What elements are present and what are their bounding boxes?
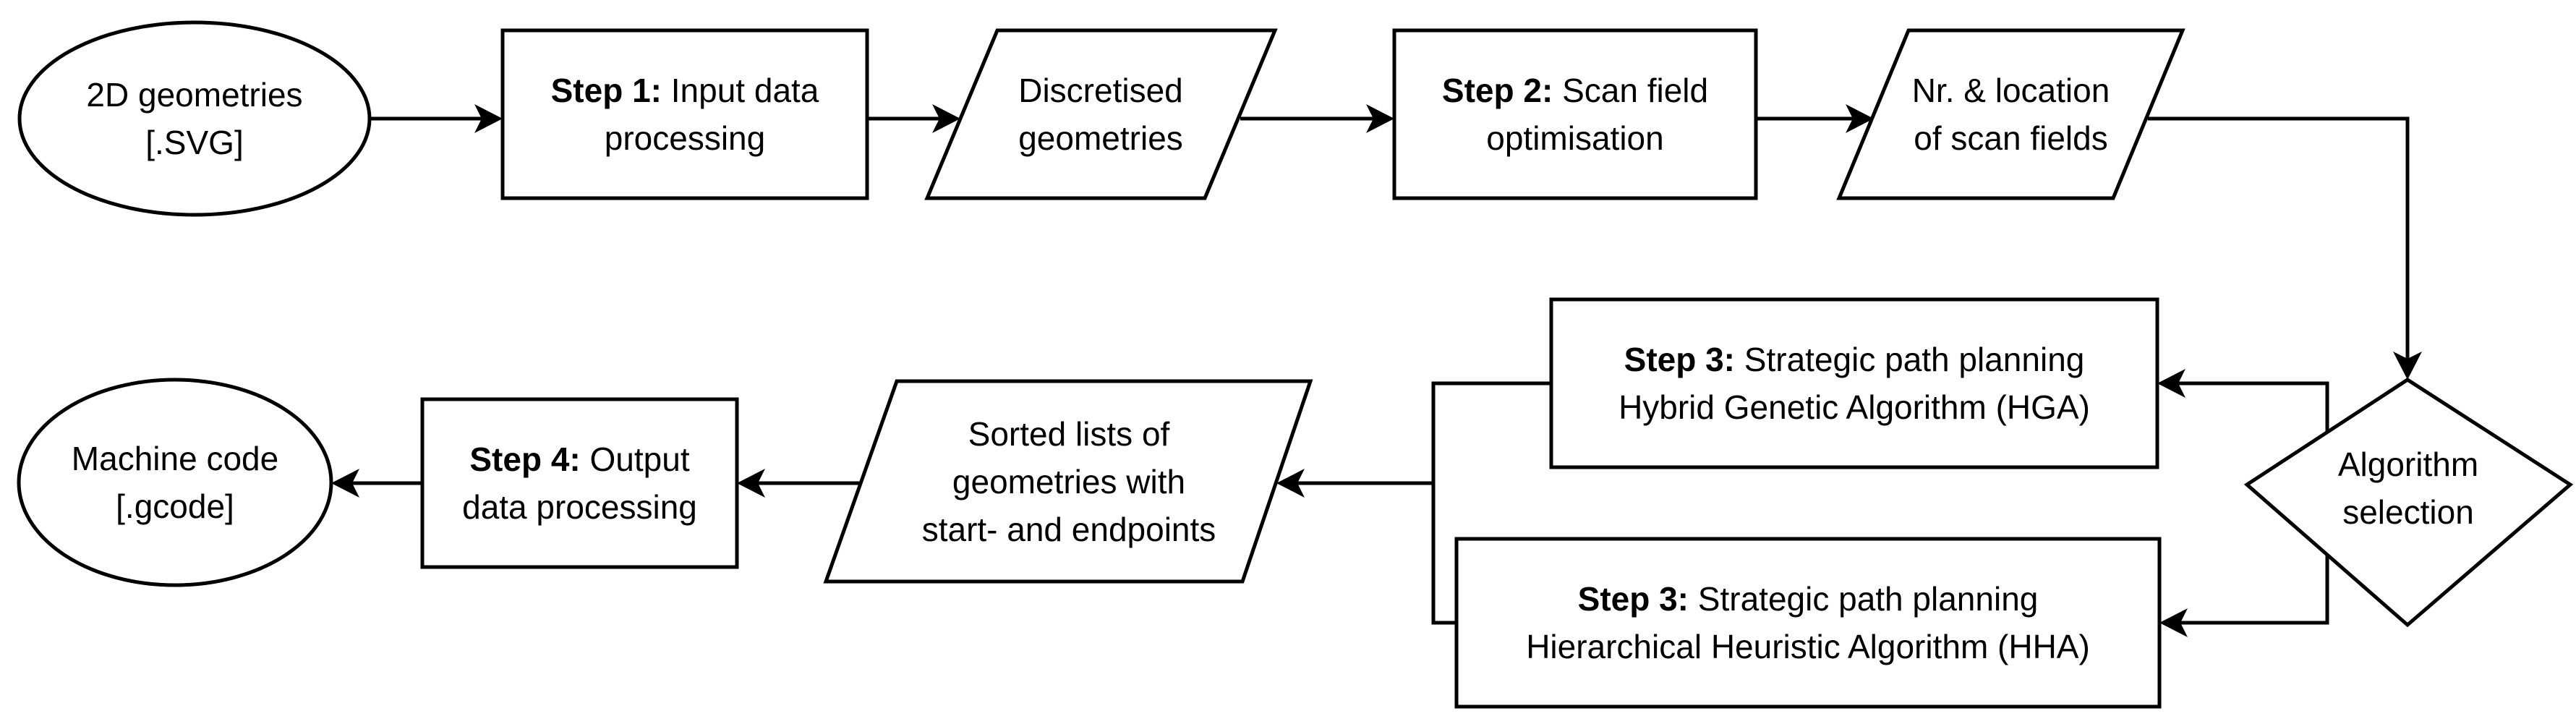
sorted-lists-line3: start- and endpoints bbox=[921, 510, 1216, 548]
step2-rest: Scan field bbox=[1562, 72, 1709, 109]
scan-fields-line1: Nr. & location bbox=[1911, 72, 2110, 109]
step3-hha-bold: Step 3: bbox=[1577, 580, 1689, 618]
algorithm-selection-diamond bbox=[2243, 378, 2574, 628]
input-geometries-label: 2D geometries [.SVG] bbox=[41, 46, 348, 191]
sorted-lists-line1: Sorted lists of bbox=[968, 414, 1170, 453]
algorithm-selection-label: Algorithm selection bbox=[2300, 434, 2517, 542]
step4-line1: Step 4: Output bbox=[469, 435, 689, 483]
arrowhead-discretised bbox=[932, 104, 960, 133]
step3-hha-rest: Strategic path planning bbox=[1697, 580, 2039, 618]
step3-hga-bold: Step 3: bbox=[1624, 341, 1736, 378]
step1-bold: Step 1: bbox=[550, 72, 662, 109]
step2-label: Step 2: Scan field optimisation bbox=[1394, 30, 1756, 198]
discretised-line1: Discretised bbox=[1018, 72, 1183, 109]
sorted-lists-parallelogram bbox=[823, 379, 1313, 584]
step2-line1: Step 2: Scan field bbox=[1442, 67, 1708, 114]
step3-hha-line2: Hierarchical Heuristic Algorithm (HHA) bbox=[1526, 628, 2090, 665]
arrowhead-step1 bbox=[474, 104, 503, 133]
step2-bold: Step 2: bbox=[1441, 72, 1553, 109]
discretised-geometries-label: Discretised geometries bbox=[962, 30, 1240, 198]
connector-scanfields-to-selection bbox=[2148, 116, 2410, 360]
machine-code-label: Machine code [.gcode] bbox=[29, 410, 321, 555]
step3-hga-line1: Step 3: Strategic path planning bbox=[1624, 336, 2085, 383]
step1-rest: Input data bbox=[670, 72, 819, 109]
arrowhead-hga bbox=[2157, 369, 2185, 398]
input-geometries-line1: 2D geometries bbox=[86, 76, 303, 114]
step3-hha-line1: Step 3: Strategic path planning bbox=[1578, 575, 2039, 623]
discretised-geometries-parallelogram bbox=[924, 28, 1278, 200]
algorithm-selection-line1: Algorithm bbox=[2337, 446, 2479, 483]
scan-fields-parallelogram bbox=[1836, 28, 2185, 200]
connector-hga-to-merge bbox=[1431, 381, 1551, 625]
connector-selection-to-hha bbox=[2179, 555, 2329, 625]
arrowhead-hha bbox=[2159, 608, 2188, 637]
discretised-line2: geometries bbox=[1018, 119, 1183, 157]
step3-hga-label: Step 3: Strategic path planning Hybrid G… bbox=[1551, 299, 2157, 467]
arrowhead-machinecode bbox=[331, 469, 359, 498]
step3-hha-box bbox=[1454, 537, 2162, 709]
algorithm-selection-line2: selection bbox=[2342, 493, 2474, 531]
step4-line2: data processing bbox=[462, 488, 697, 526]
arrowhead-step4 bbox=[737, 469, 765, 498]
scan-fields-label: Nr. & location of scan fields bbox=[1874, 30, 2148, 198]
step2-line2: optimisation bbox=[1486, 119, 1664, 157]
step3-hha-label: Step 3: Strategic path planning Hierarch… bbox=[1457, 539, 2159, 707]
scan-fields-line2: of scan fields bbox=[1914, 119, 2108, 157]
step1-box bbox=[500, 28, 869, 200]
step3-hga-rest: Strategic path planning bbox=[1744, 341, 2085, 378]
machine-code-ellipse bbox=[17, 378, 333, 587]
arrowhead-scanfields bbox=[1846, 104, 1874, 133]
machine-code-line2: [.gcode] bbox=[116, 487, 234, 525]
step1-line1: Step 1: Input data bbox=[551, 67, 819, 114]
step4-label: Step 4: Output data processing bbox=[422, 399, 737, 567]
arrowhead-sorted bbox=[1276, 469, 1305, 498]
machine-code-line1: Machine code bbox=[71, 440, 279, 477]
step1-line2: processing bbox=[604, 119, 766, 157]
step1-label: Step 1: Input data processing bbox=[503, 30, 867, 198]
arrowhead-selection bbox=[2393, 352, 2422, 380]
step2-box bbox=[1392, 28, 1758, 200]
sorted-lists-label: Sorted lists of geometries with start- a… bbox=[861, 381, 1276, 582]
arrowhead-step2 bbox=[1366, 104, 1394, 133]
step4-bold: Step 4: bbox=[469, 440, 581, 478]
step3-hga-line2: Hybrid Genetic Algorithm (HGA) bbox=[1618, 388, 2090, 426]
input-geometries-line2: [.SVG] bbox=[145, 124, 244, 161]
step4-rest: Output bbox=[589, 440, 690, 478]
connector-selection-to-hga bbox=[2177, 381, 2329, 432]
sorted-lists-line2: geometries with bbox=[952, 462, 1186, 501]
